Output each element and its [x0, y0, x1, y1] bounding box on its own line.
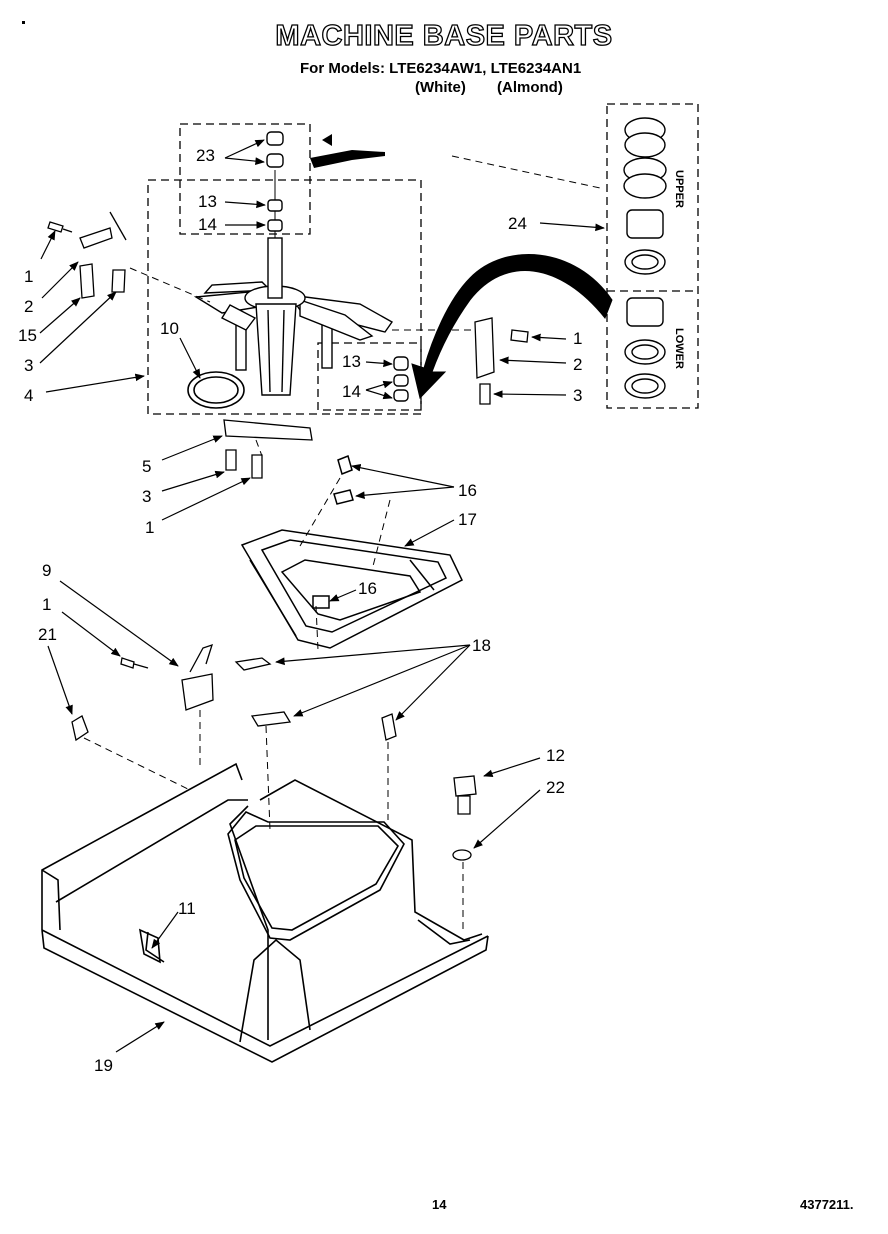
lower-label: LOWER [673, 328, 685, 369]
machine-base [41, 762, 489, 1063]
callout-24: 24 [508, 214, 527, 233]
callout-arrows [39, 139, 605, 1053]
callout-1-base: 1 [42, 595, 51, 614]
callout-9: 9 [42, 561, 51, 580]
page-number: 14 [432, 1197, 447, 1212]
callout-2-right: 2 [573, 355, 582, 374]
callout-13-detail: 13 [342, 352, 361, 371]
trap-cross-brace [240, 454, 463, 649]
left-bracket-parts [47, 211, 127, 299]
callout-14-detail: 14 [342, 382, 361, 401]
callout-13-upper: 13 [198, 192, 217, 211]
bearing-kit-box [179, 123, 311, 235]
transmission-spider [193, 170, 394, 396]
callout-16-lower: 16 [358, 579, 377, 598]
callout-21: 21 [38, 625, 57, 644]
callout-3-left: 3 [24, 356, 33, 375]
callout-17: 17 [458, 510, 477, 529]
lower-bearing-pointer-arrow [411, 254, 613, 400]
bearing-set [623, 117, 667, 399]
group-boxes [147, 103, 699, 415]
bushing-detail [393, 356, 409, 402]
callout-1-right: 1 [573, 329, 582, 348]
seal-ring [187, 371, 245, 409]
upper-bearings [266, 131, 284, 232]
leader-lines [83, 155, 601, 930]
callout-5: 5 [142, 457, 151, 476]
callout-2-left: 2 [24, 297, 33, 316]
callout-23: 23 [196, 146, 215, 165]
page-title: MACHINE BASE PARTS [275, 19, 613, 52]
callout-10: 10 [160, 319, 179, 338]
callout-1-lower: 1 [145, 518, 154, 537]
upper-label: UPPER [673, 170, 685, 208]
callout-12: 12 [546, 746, 565, 765]
lower-bracket-parts [223, 419, 313, 479]
callout-18: 18 [472, 636, 491, 655]
models-line: For Models: LTE6234AW1, LTE6234AN1 [300, 60, 582, 77]
bearing-set-box [606, 103, 699, 409]
callout-3-lower: 3 [142, 487, 151, 506]
right-bracket-parts [474, 317, 529, 405]
upper-bearing-pointer-arrow [310, 150, 385, 168]
callout-11: 11 [178, 899, 196, 918]
color-almond-label: (Almond) [497, 79, 563, 96]
callout-22: 22 [546, 778, 565, 797]
callout-4: 4 [24, 386, 33, 405]
small-base-parts [71, 643, 477, 861]
callout-14-upper: 14 [198, 215, 217, 234]
callout-15: 15 [18, 326, 37, 345]
document-number: 4377211. [800, 1197, 854, 1212]
transmission-assembly-box [147, 179, 422, 415]
color-white-label: (White) [415, 79, 466, 96]
callout-19: 19 [94, 1056, 113, 1075]
callout-1-left: 1 [24, 267, 33, 286]
callout-16-upper: 16 [458, 481, 477, 500]
callout-3-right: 3 [573, 386, 582, 405]
